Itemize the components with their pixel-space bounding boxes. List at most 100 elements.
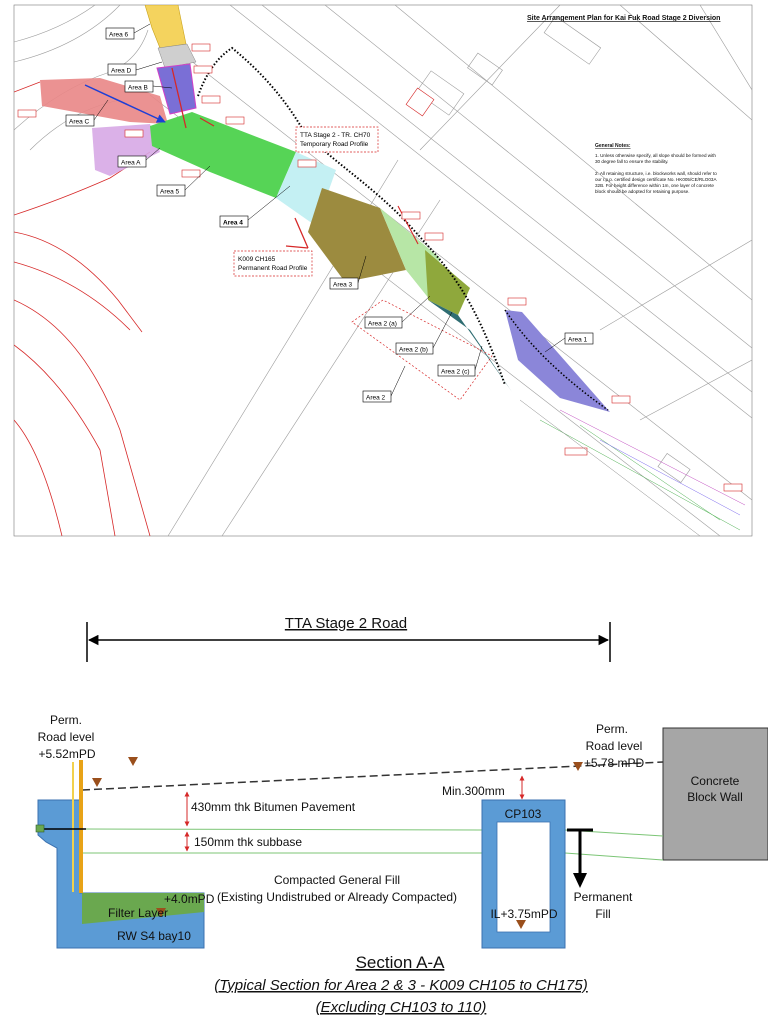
road-line xyxy=(599,239,752,331)
left-level-line-2: Road level xyxy=(38,730,95,744)
plan-title: Site Arrangement Plan for Kai Fuk Road S… xyxy=(527,15,720,22)
general-notes-line: 2. All retaining structure, i.e. blockwo… xyxy=(595,171,717,176)
area-2-label-box xyxy=(362,390,392,403)
red-tag xyxy=(401,211,421,220)
permanent-profile-line-1: K009 CH165 xyxy=(238,256,276,263)
leader-line xyxy=(390,365,406,397)
profile-labels: TTA Stage 2 - TR. CH70 Temporary Road Pr… xyxy=(233,126,379,277)
building-outline xyxy=(543,15,602,65)
retaining-wall xyxy=(37,799,205,949)
red-tag xyxy=(507,297,527,306)
left-level-line-3: +5.52mPD xyxy=(38,747,95,761)
area-d-label-box xyxy=(107,63,137,76)
permanent-profile-line-2: Permanent Road Profile xyxy=(238,265,308,272)
general-notes-line: 30 degree fall to ensure the stability. xyxy=(595,159,668,164)
area-4-label: Area 4 xyxy=(223,220,243,227)
red-tag xyxy=(405,87,435,117)
area-a-label-box xyxy=(117,155,147,168)
marking-line xyxy=(559,409,746,506)
subbase-label: 150mm thk subbase xyxy=(194,835,302,849)
road-surface-line xyxy=(81,761,664,791)
area-c-label: Area C xyxy=(69,119,90,126)
leader-line xyxy=(432,311,453,349)
leader-line xyxy=(184,165,211,191)
section-drawing: TTA Stage 2 Road Concrete Block Wall CP1… xyxy=(35,615,768,1016)
leader-line xyxy=(401,295,431,323)
leader-line xyxy=(152,85,173,89)
section-mark xyxy=(397,205,419,245)
leader-line xyxy=(544,337,566,353)
filter-layer xyxy=(82,893,204,924)
permanent-fill-arrow-icon xyxy=(573,873,587,888)
level-marker-icon xyxy=(516,920,526,929)
road-line xyxy=(619,5,752,121)
boundary-line xyxy=(14,419,63,536)
area-5-label: Area 5 xyxy=(160,189,180,196)
marking-line xyxy=(599,439,741,516)
leader-line xyxy=(247,185,291,221)
road-line xyxy=(394,5,752,301)
area-2a-shape xyxy=(425,250,470,315)
road-line xyxy=(14,5,121,63)
marking-line xyxy=(539,419,741,531)
level-markers xyxy=(92,757,583,929)
left-level-line-1: Perm. xyxy=(50,713,82,727)
temporary-profile-box xyxy=(295,126,379,153)
area-2a-label-box xyxy=(364,316,403,329)
leader-line xyxy=(145,147,161,161)
wall-tie-plate xyxy=(35,824,45,833)
red-tag xyxy=(611,395,631,404)
general-notes-heading: General Notes: xyxy=(595,143,631,149)
area-b-label: Area B xyxy=(128,85,148,92)
area-c-label-box xyxy=(65,114,95,127)
boundary-line xyxy=(14,261,131,331)
min-cover-label: Min.300mm xyxy=(442,784,505,798)
red-tag xyxy=(564,447,588,456)
boundary-line xyxy=(14,81,41,93)
area-labels: Area 6 Area D Area B Area C Area A Area … xyxy=(65,27,594,403)
general-notes-line: block should be adopted for retaining pu… xyxy=(595,189,690,194)
area-3-shape xyxy=(308,188,406,282)
red-tag xyxy=(424,232,444,241)
area-6-label-box xyxy=(105,27,135,40)
area-5-label-box xyxy=(156,184,186,197)
level-marker-icon xyxy=(92,778,102,787)
right-level-line-2: Road level xyxy=(586,739,643,753)
marking-line xyxy=(579,424,721,521)
drain-pit-inner xyxy=(496,821,551,933)
road-line xyxy=(14,29,149,131)
red-boundary-lines xyxy=(14,81,151,536)
marking-line xyxy=(519,399,701,536)
red-tag xyxy=(124,129,144,138)
leader-line xyxy=(93,99,109,121)
area-d-shape xyxy=(157,43,197,69)
pavement-label: 430mm thk Bitumen Pavement xyxy=(191,800,356,814)
red-tags xyxy=(17,43,743,492)
red-tag xyxy=(193,65,213,74)
area-2b-label: Area 2 (b) xyxy=(399,347,428,354)
area-1-label-box xyxy=(564,332,594,345)
label-leaders xyxy=(93,23,566,397)
red-tag xyxy=(297,159,317,168)
permanent-fill-label-1: Permanent xyxy=(574,890,633,904)
section-mark xyxy=(199,117,215,127)
general-notes-line: our r.p.p. certified design certificate … xyxy=(595,177,717,182)
leader-line xyxy=(135,61,163,71)
red-tag xyxy=(191,43,211,52)
section-mark xyxy=(171,67,187,129)
concrete-wall-label-2: Block Wall xyxy=(687,790,743,804)
area-2a-label: Area 2 (a) xyxy=(368,321,397,328)
area-6-label: Area 6 xyxy=(109,32,129,39)
concrete-wall-label-1: Concrete xyxy=(691,774,740,788)
level-marker-icon xyxy=(573,762,583,771)
site-plan: Area 6 Area D Area B Area C Area A Area … xyxy=(13,4,753,537)
blue-direction-arrow xyxy=(84,84,166,123)
temporary-profile-line-1: TTA Stage 2 - TR. CH70 xyxy=(300,132,371,139)
area-3-light-shape xyxy=(380,208,440,300)
red-tag xyxy=(17,109,37,118)
building-outline xyxy=(467,52,503,86)
road-line xyxy=(699,5,752,91)
leader-line xyxy=(474,345,483,371)
boundary-line xyxy=(14,299,151,536)
rw-level-label: +4.0mPD xyxy=(164,892,215,906)
